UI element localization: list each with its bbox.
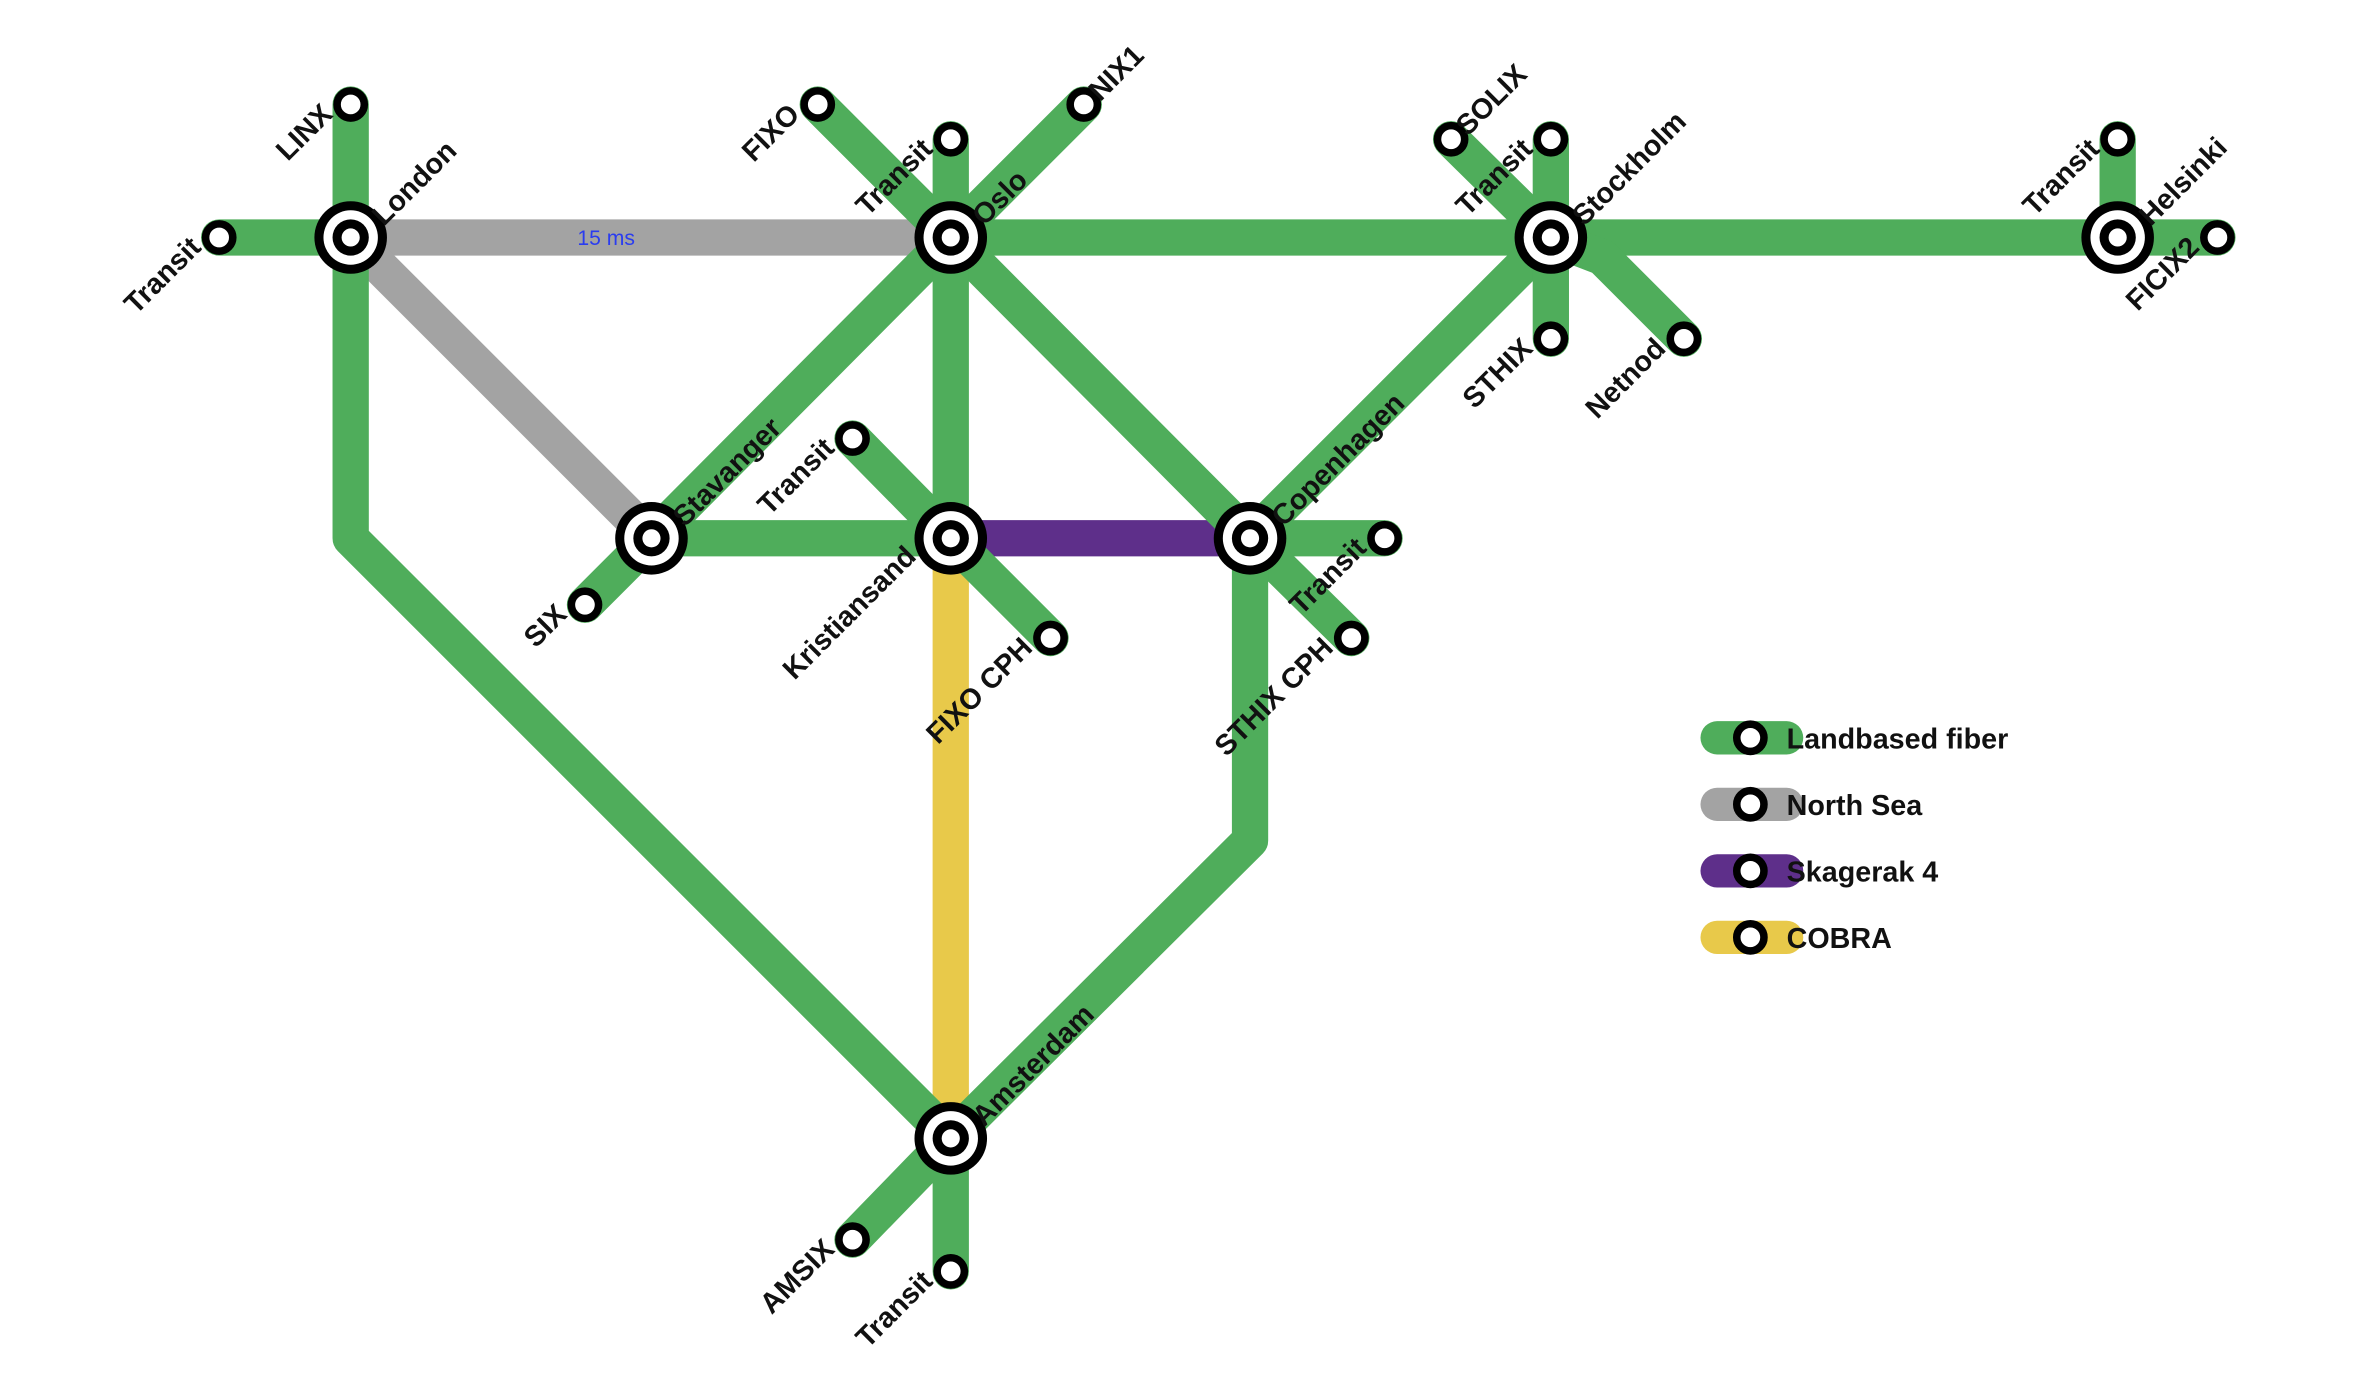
station-label: SIX [518, 598, 573, 653]
station-icon [933, 1254, 969, 1289]
station-transit-london[interactable]: Transit [118, 220, 237, 320]
station-label: London [366, 135, 463, 232]
network-lines [201, 86, 2236, 1290]
station-icon [1533, 121, 1569, 157]
north-sea-london-stavanger [332, 219, 670, 557]
station-icon [1666, 321, 1702, 357]
station-label: Copenhagen [1266, 387, 1412, 533]
station-fixo[interactable]: FIXO [736, 87, 836, 168]
station-label: SOLIX [1450, 58, 1534, 142]
station-icon [2100, 121, 2136, 157]
station-icon [1533, 321, 1569, 357]
station-icon [567, 587, 603, 623]
station-label: Transit [850, 1265, 939, 1354]
fiber-segment [566, 86, 1102, 623]
station-icon [333, 87, 369, 122]
legend-item-landbased: Landbased fiber [1700, 720, 2009, 756]
station-icon [1033, 620, 1068, 656]
station-icon [835, 1222, 870, 1258]
legend-label: Landbased fiber [1787, 723, 2009, 755]
station-icon [1367, 520, 1402, 556]
legend-label: COBRA [1787, 923, 1892, 955]
fiber-segment [332, 86, 969, 1157]
station-icon [1732, 786, 1768, 822]
station-label: Kristiansand [777, 540, 923, 686]
station-label: Helsinki [2133, 131, 2233, 231]
station-label: Transit [118, 231, 207, 320]
station-icon [933, 121, 969, 157]
station-label: Stockholm [1566, 105, 1692, 231]
station-oslo[interactable]: Oslo [914, 164, 1034, 274]
station-icon [201, 220, 237, 255]
legend-item-northsea: North Sea [1700, 786, 1924, 822]
station-amsix[interactable]: AMSIX [754, 1222, 870, 1320]
latency-label: 15 ms [577, 227, 635, 250]
station-label: AMSIX [754, 1233, 841, 1320]
station-label: STHIX CPH [1209, 632, 1340, 763]
fiber-segment [1231, 219, 1569, 557]
station-icon [1066, 87, 1102, 122]
station-transit-amsterdam[interactable]: Transit [850, 1254, 969, 1354]
station-nix1[interactable]: NIX1 [1066, 39, 1150, 122]
station-label: Amsterdam [966, 998, 1100, 1132]
legend-item-skagerak: Skagerak 4 [1700, 853, 1939, 889]
station-icon [1732, 853, 1768, 889]
station-icon [1433, 121, 1469, 157]
station-label: Transit [2017, 133, 2106, 222]
station-label: LINX [270, 98, 339, 167]
station-icon [800, 87, 836, 122]
station-icon [2200, 220, 2235, 255]
station-icon [1732, 919, 1768, 955]
legend-label: Skagerak 4 [1787, 856, 1939, 888]
legend-item-cobra: COBRA [1700, 919, 1892, 955]
station-icon [1732, 720, 1768, 756]
station-netnod[interactable]: Netnod [1580, 321, 1702, 425]
station-label: FIXO [736, 98, 806, 168]
station-icon [835, 421, 870, 456]
station-label: Netnod [1580, 332, 1673, 425]
station-icon [1333, 620, 1369, 656]
fiber-segment [932, 520, 1269, 1157]
legend-label: North Sea [1787, 790, 1924, 822]
